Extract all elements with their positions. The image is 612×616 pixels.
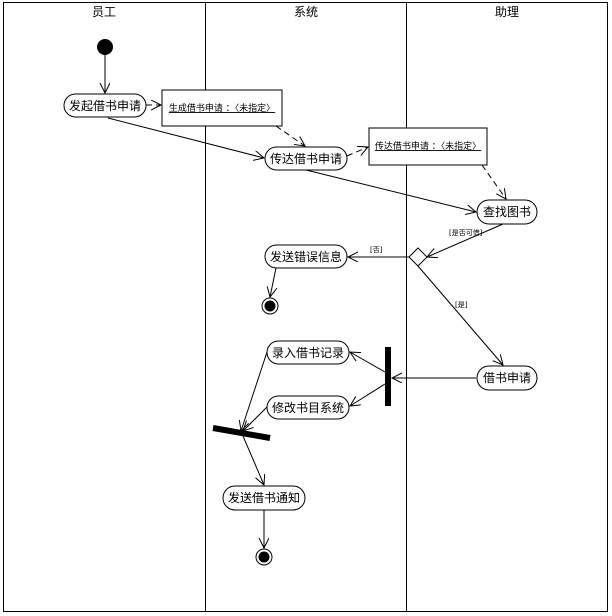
flow-modify-to-join: [243, 406, 268, 431]
lane-title-system: 系统: [294, 5, 318, 19]
join-bar: [212, 425, 271, 441]
flow-decision-to-borrow: [417, 265, 503, 365]
flow-fork-to-record: [350, 352, 386, 373]
activity-initiate-label: 发起借书申请: [69, 98, 141, 113]
flow-search-to-decision: [427, 223, 504, 257]
guard-no-label: [否]: [370, 246, 383, 254]
initial-node: [97, 39, 113, 55]
object-relay-request: 传达借书申请 ：〈未指定〉: [368, 127, 488, 166]
flow-initiate-to-relay: [107, 117, 264, 158]
activity-initiate-request: 发起借书申请: [63, 93, 147, 118]
activity-modify-label: 修改书目系统: [272, 400, 344, 415]
object-relay-label: 传达借书申请 ：〈未指定〉: [375, 140, 481, 152]
activity-search-book: 查找图书: [476, 199, 538, 225]
lane-title-assistant: 助理: [495, 5, 519, 19]
flow-join-to-notify: [242, 435, 264, 485]
activity-record-label: 录入借书记录: [272, 346, 344, 360]
objflow-relay-to-object: [346, 147, 368, 157]
lane-title-employee: 员工: [92, 5, 116, 19]
activity-relay-label: 传达借书申请: [270, 151, 342, 166]
activity-send-notice: 发送借书通知: [222, 485, 306, 511]
object-generate-request: 生成借书申请 ：〈未指定〉: [161, 89, 283, 127]
activity-error-label: 发送错误信息: [270, 249, 342, 264]
objflow-generate-to-relay: [275, 125, 305, 146]
flow-record-to-join: [241, 351, 268, 431]
object-generate-label: 生成借书申请 ：〈未指定〉: [169, 102, 275, 114]
activity-borrow-label: 借书申请: [483, 371, 531, 385]
flow-error-to-final: [270, 267, 276, 297]
guard-yes-label: [是]: [455, 301, 468, 309]
activity-borrow-request: 借书申请: [476, 365, 538, 391]
final-node-error: [261, 297, 279, 315]
activity-relay-request: 传达借书申请: [264, 146, 348, 171]
activity-notify-label: 发送借书通知: [228, 490, 300, 505]
objflow-object-to-search: [481, 164, 506, 199]
guard-available-label: [是否可借]: [449, 228, 483, 237]
flow-relay-to-search: [305, 169, 476, 212]
flow-fork-to-modify: [350, 383, 386, 406]
activity-modify-catalog: 修改书目系统: [266, 395, 350, 420]
activity-send-error: 发送错误信息: [264, 244, 348, 269]
final-node-notice: [255, 548, 273, 566]
decision-node: [408, 247, 428, 267]
activity-enter-record: 录入借书记录: [266, 340, 350, 365]
activity-search-label: 查找图书: [483, 205, 531, 219]
